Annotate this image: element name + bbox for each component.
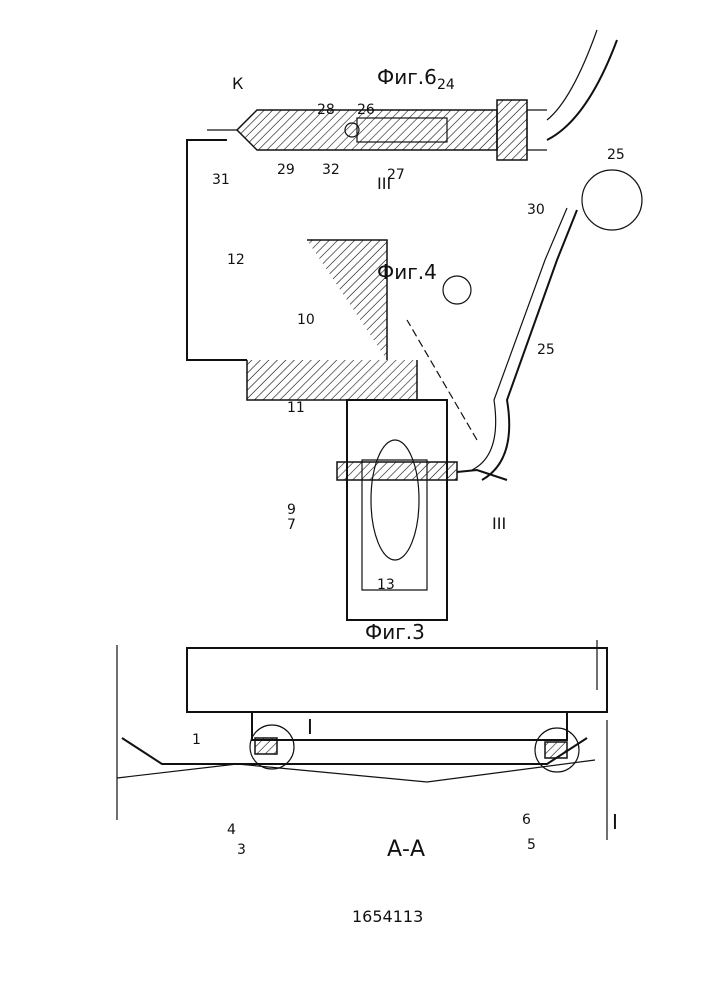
svg-text:6: 6: [522, 812, 531, 828]
svg-text:9: 9: [287, 502, 296, 518]
fig3-body: [252, 712, 567, 740]
svg-text:1: 1: [192, 732, 201, 748]
fig4-caption: Фиг.4: [377, 260, 437, 284]
svg-text:13: 13: [377, 577, 395, 593]
svg-text:25: 25: [537, 342, 555, 358]
svg-text:25: 25: [607, 147, 625, 163]
svg-text:30: 30: [527, 202, 545, 218]
patent-number: 1654113: [352, 907, 423, 926]
fig6-caption: Фиг.6: [377, 65, 437, 89]
svg-text:3: 3: [237, 842, 246, 858]
svg-text:32: 32: [322, 162, 340, 178]
svg-text:31: 31: [212, 172, 230, 188]
svg-text:12: 12: [227, 252, 245, 268]
svg-text:5: 5: [527, 837, 536, 853]
fig3-assembly: [117, 640, 607, 840]
svg-text:11: 11: [287, 400, 305, 416]
fig6-assembly: [207, 30, 617, 160]
svg-text:7: 7: [287, 517, 296, 533]
svg-text:27: 27: [387, 167, 405, 183]
fig6-hose: [547, 40, 617, 140]
svg-text:29: 29: [277, 162, 295, 178]
label-view-I-right: I: [612, 810, 618, 834]
fig4-ring: [443, 276, 471, 304]
fig3-caption: Фиг.3: [365, 620, 425, 644]
svg-text:24: 24: [437, 77, 455, 93]
section-label: А-А: [387, 837, 425, 862]
svg-text:4: 4: [227, 822, 236, 838]
svg-text:28: 28: [317, 102, 335, 118]
label-view-III: III: [492, 514, 506, 533]
label-view-K: К: [232, 74, 244, 93]
fig4-bracket: [247, 360, 417, 400]
svg-text:10: 10: [297, 312, 315, 328]
fig4-lever-rod: [482, 210, 577, 480]
fig4-assembly: [187, 140, 642, 620]
fig4-column: [307, 240, 387, 360]
label-view-I-left: I: [307, 715, 313, 739]
fig4-drum: [371, 440, 419, 560]
fig3-base-beam: [187, 648, 607, 712]
fig4-handle-knob: [582, 170, 642, 230]
fig4-labels: Фиг.4 III 7 9 10 11 12 13 25: [227, 252, 555, 593]
svg-text:26: 26: [357, 102, 375, 118]
fig4-shaft: [337, 462, 457, 480]
fig6-cap: [497, 100, 527, 160]
